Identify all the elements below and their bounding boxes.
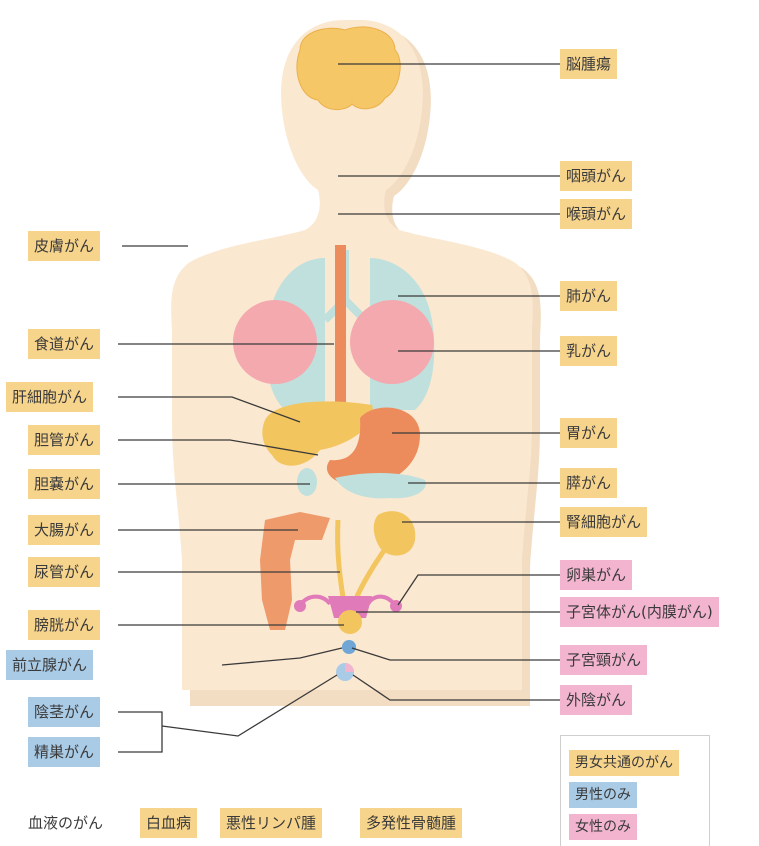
label-vulvar-cancer: 外陰がん [560,685,632,715]
label-gallbladder-cancer: 胆嚢がん [28,469,100,499]
label-breast-cancer: 乳がん [560,336,617,366]
label-ureteral-cancer: 尿管がん [28,557,100,587]
prostate-organ [342,640,356,654]
label-hepatocellular-cancer: 肝細胞がん [6,382,93,412]
label-skin-cancer: 皮膚がん [28,231,100,261]
label-esophageal-cancer: 食道がん [28,329,100,359]
ovary-left-organ [294,600,306,612]
label-lung-cancer: 肺がん [560,281,617,311]
label-brain-tumor: 脳腫瘍 [560,49,617,79]
blood-cancer-lymphoma: 悪性リンパ腫 [220,808,322,838]
label-bladder-cancer: 膀胱がん [28,610,100,640]
breast-right-organ [350,300,434,384]
label-bile-duct-cancer: 胆管がん [28,425,100,455]
label-prostate-cancer: 前立腺がん [6,650,93,680]
label-pancreatic-cancer: 膵がん [560,468,617,498]
esophagus-organ [335,245,346,405]
legend-female-only: 女性のみ [569,814,637,840]
legend: 男女共通のがん 男性のみ 女性のみ [560,735,710,846]
gallbladder-organ [297,468,317,496]
bladder-organ [338,610,362,634]
label-stomach-cancer: 胃がん [560,418,617,448]
legend-common: 男女共通のがん [569,750,679,776]
label-testicular-cancer: 精巣がん [28,737,100,767]
label-renal-cell-cancer: 腎細胞がん [560,507,647,537]
label-pharyngeal-cancer: 咽頭がん [560,161,632,191]
legend-male-only: 男性のみ [569,782,637,808]
breast-left-organ [233,300,317,384]
blood-cancer-leukemia: 白血病 [140,808,197,838]
label-uterine-body-cancer: 子宮体がん(内膜がん) [560,597,719,627]
brain-organ [297,27,400,110]
label-ovarian-cancer: 卵巣がん [560,560,632,590]
label-cervical-cancer: 子宮頸がん [560,645,647,675]
label-colorectal-cancer: 大腸がん [28,515,100,545]
label-laryngeal-cancer: 喉頭がん [560,199,632,229]
label-penile-cancer: 陰茎がん [28,697,100,727]
body-silhouette [171,20,533,690]
blood-cancer-myeloma: 多発性骨髄腫 [360,808,462,838]
blood-cancer-title: 血液のがん [28,808,103,838]
